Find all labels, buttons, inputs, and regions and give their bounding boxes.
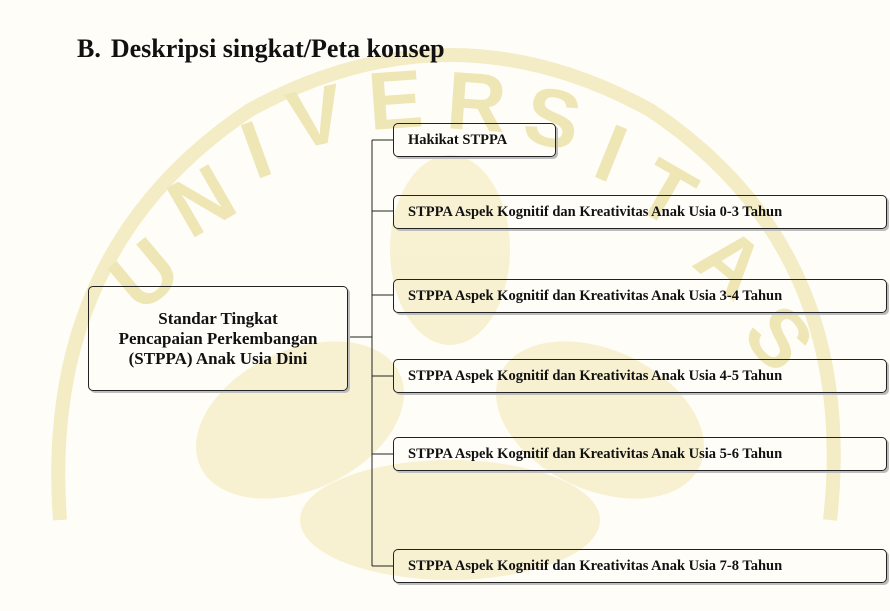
section-heading: B. Deskripsi singkat/Peta konsep (77, 34, 445, 64)
svg-text:T: T (621, 142, 710, 246)
child-label: STPPA Aspek Kognitif dan Kreativitas Ana… (408, 557, 783, 574)
child-label: STPPA Aspek Kognitif dan Kreativitas Ana… (408, 287, 783, 304)
child-label: STPPA Aspek Kognitif dan Kreativitas Ana… (408, 367, 783, 384)
child-node-hakikat: Hakikat STPPA (393, 123, 556, 157)
svg-text:I: I (583, 107, 638, 200)
root-line-3: (STPPA) Anak Usia Dini (128, 348, 308, 368)
svg-text:N: N (154, 147, 251, 255)
child-node-5-6: STPPA Aspek Kognitif dan Kreativitas Ana… (393, 437, 887, 471)
root-line-2: Pencapaian Perkembangan (118, 328, 318, 348)
root-line-1: Standar Tingkat (158, 308, 278, 328)
svg-text:V: V (280, 67, 353, 167)
section-title: Deskripsi singkat/Peta konsep (110, 34, 445, 63)
child-node-7-8: STPPA Aspek Kognitif dan Kreativitas Ana… (393, 549, 887, 583)
child-node-4-5: STPPA Aspek Kognitif dan Kreativitas Ana… (393, 359, 887, 393)
svg-text:I: I (230, 104, 283, 197)
root-node: Standar Tingkat Pencapaian Perkembangan … (88, 286, 348, 391)
child-node-3-4: STPPA Aspek Kognitif dan Kreativitas Ana… (393, 279, 887, 313)
child-node-0-3: STPPA Aspek Kognitif dan Kreativitas Ana… (393, 195, 887, 229)
section-marker: B. (77, 34, 101, 63)
child-label: STPPA Aspek Kognitif dan Kreativitas Ana… (408, 445, 783, 462)
child-label: Hakikat STPPA (408, 131, 508, 148)
child-label: STPPA Aspek Kognitif dan Kreativitas Ana… (408, 203, 783, 220)
